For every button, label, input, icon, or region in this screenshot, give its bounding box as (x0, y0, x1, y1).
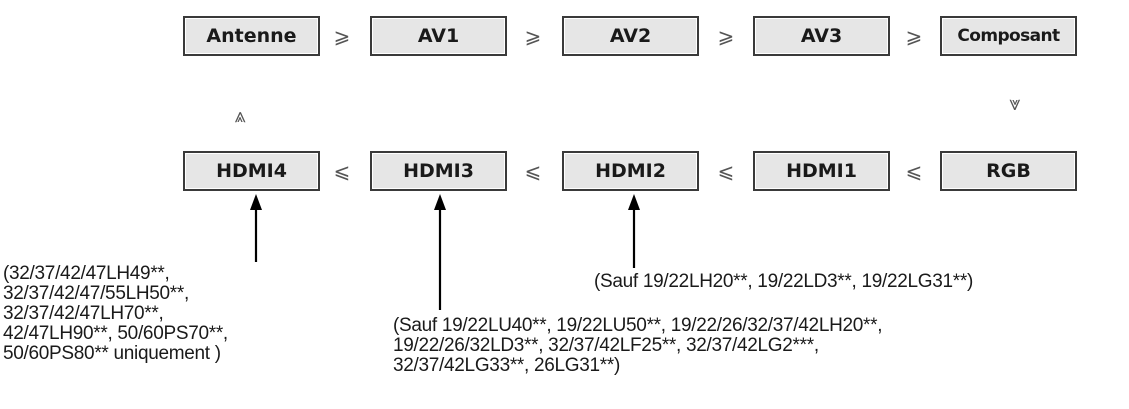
arrow-hdmi2 (628, 194, 640, 268)
arrow-hdmi4 (250, 194, 262, 262)
note-hdmi3: (Sauf 19/22LU40**, 19/22LU50**, 19/22/26… (393, 315, 883, 376)
note-hdmi4: (32/37/42/47LH49**, 32/37/42/47/55LH50**… (3, 264, 228, 364)
separator-arrow: ⩾ (333, 24, 351, 48)
input-box-av3: AV3 (753, 16, 890, 56)
connector-down: ⩔ (1009, 91, 1021, 115)
note-hdmi2: (Sauf 19/22LH20**, 19/22LD3**, 19/22LG31… (594, 272, 973, 292)
input-box-av2: AV2 (562, 16, 699, 56)
input-box-av1: AV1 (370, 16, 507, 56)
input-box-antenne: Antenne (183, 16, 320, 56)
note-line: 19/22/26/32LD3**, 32/37/42LF25**, 32/37/… (393, 335, 819, 356)
note-line: 42/47LH90**, 50/60PS70**, (3, 323, 228, 344)
separator-arrow: ⩾ (524, 24, 542, 48)
note-line: 32/37/42/47/55LH50**, (3, 283, 189, 304)
separator-arrow: ⩾ (905, 24, 923, 48)
note-line: (Sauf 19/22LH20**, 19/22LD3**, 19/22LG31… (594, 271, 973, 292)
input-box-hdmi3: HDMI3 (370, 151, 507, 191)
arrow-head (434, 194, 446, 210)
input-box-composant: Composant (940, 16, 1077, 56)
note-line: (Sauf 19/22LU40**, 19/22LU50**, 19/22/26… (393, 315, 883, 336)
input-box-hdmi4: HDMI4 (183, 151, 320, 191)
input-box-rgb: RGB (940, 151, 1077, 191)
input-box-hdmi2: HDMI2 (562, 151, 699, 191)
separator-arrow: ⩽ (333, 159, 351, 183)
note-line: 32/37/42LG33**, 26LG31**) (393, 355, 621, 376)
connector-up: ⩓ (234, 103, 246, 127)
arrow-hdmi3 (434, 194, 446, 310)
arrow-head (250, 194, 262, 210)
note-line: 32/37/42/47LH70**, (3, 303, 164, 324)
separator-arrow: ⩽ (524, 159, 542, 183)
input-box-hdmi1: HDMI1 (753, 151, 890, 191)
separator-arrow: ⩽ (905, 159, 923, 183)
arrow-head (628, 194, 640, 210)
separator-arrow: ⩾ (717, 24, 735, 48)
note-line: (32/37/42/47LH49**, (3, 263, 170, 284)
separator-arrow: ⩽ (717, 159, 735, 183)
note-line: 50/60PS80** uniquement ) (3, 343, 221, 364)
